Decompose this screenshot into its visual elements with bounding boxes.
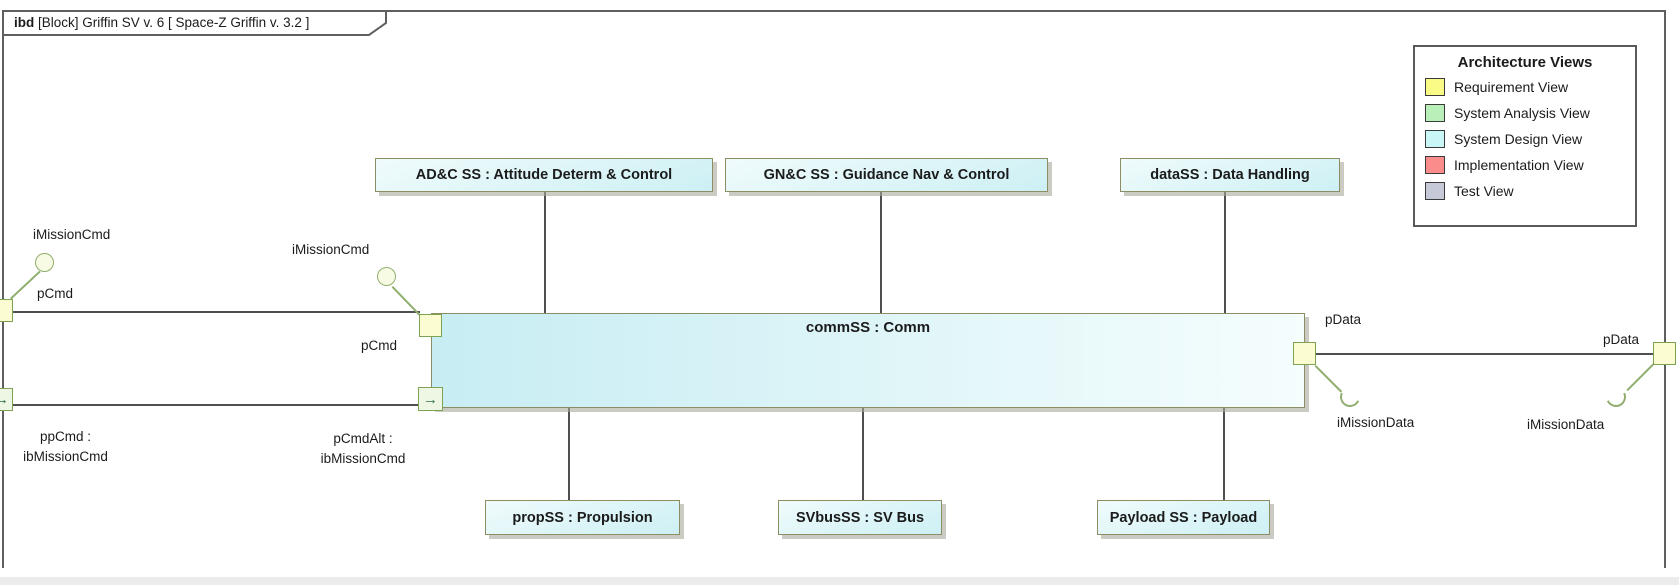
legend-row-system-design-view: System Design View	[1425, 129, 1635, 149]
block-label: AD&C SS : Attitude Determ & Control	[415, 167, 673, 183]
system-design-view-swatch-icon	[1425, 130, 1445, 148]
block-prop-ss[interactable]: propSS : Propulsion	[485, 500, 680, 535]
interface-label-imissioncmd[interactable]: iMissionCmd	[292, 242, 370, 257]
block-label: propSS : Propulsion	[512, 509, 653, 526]
connector-gnc-comm[interactable]	[880, 192, 882, 313]
block-payload-ss[interactable]: Payload SS : Payload	[1097, 500, 1270, 535]
provided-interface-icon[interactable]	[377, 267, 396, 286]
legend-row-system-analysis-view: System Analysis View	[1425, 103, 1635, 123]
implementation-view-swatch-icon	[1425, 156, 1445, 174]
frame-border-top	[2, 10, 1666, 12]
port-label-pdata[interactable]: pData	[1325, 312, 1362, 327]
requirement-view-swatch-icon	[1425, 78, 1445, 96]
block-svbus-ss[interactable]: SVbusSS : SV Bus	[778, 500, 942, 535]
block-gnc-ss[interactable]: GN&C SS : Guidance Nav & Control	[725, 158, 1048, 192]
lollipop-stem[interactable]	[10, 270, 41, 300]
part-label-pcmdalt[interactable]: pCmdAlt : ibMissionCmd	[320, 431, 406, 466]
port-label-pcmd[interactable]: pCmd	[37, 286, 74, 301]
port-comm-pcmd[interactable]	[419, 314, 442, 337]
socket-stem[interactable]	[1314, 365, 1343, 393]
connector-comm-propss[interactable]	[568, 408, 570, 500]
legend-row-implementation-view: Implementation View	[1425, 155, 1635, 175]
block-label: SVbusSS : SV Bus	[795, 509, 925, 526]
provided-interface-icon[interactable]	[35, 253, 54, 272]
diagram-frame-tab[interactable]	[2, 10, 388, 37]
legend-label: Implementation View	[1454, 157, 1584, 173]
connector-datass-comm[interactable]	[1224, 192, 1226, 313]
flow-arrow-icon: →	[423, 390, 438, 408]
connector-adc-comm[interactable]	[544, 192, 546, 313]
flow-arrow-icon: →	[0, 391, 9, 408]
socket-stem[interactable]	[1626, 363, 1654, 392]
connector-pcmdalt[interactable]	[13, 404, 419, 406]
port-frame-pdata[interactable]	[1653, 342, 1676, 365]
diagram-title: ibd [Block] Griffin SV v. 6 [ Space-Z Gr…	[14, 15, 309, 30]
connector-comm-payloadss[interactable]	[1223, 408, 1225, 500]
required-interface-icon[interactable]	[1337, 384, 1363, 410]
part-label-ppcmd[interactable]: ppCmd : ibMissionCmd	[23, 429, 108, 464]
block-label: GN&C SS : Guidance Nav & Control	[763, 167, 1010, 183]
port-label-pdata[interactable]: pData	[1603, 332, 1640, 347]
port-frame-pcmdalt[interactable]: →	[0, 388, 13, 411]
interface-label-imissiondata[interactable]: iMissionData	[1527, 417, 1605, 432]
port-comm-pcmdalt[interactable]: →	[418, 387, 443, 411]
port-frame-pcmd[interactable]	[0, 299, 13, 322]
legend-row-test-view: Test View	[1425, 181, 1635, 201]
diagram-title-text: [Block] Griffin SV v. 6 [ Space-Z Griffi…	[34, 15, 310, 30]
block-label: Payload SS : Payload	[1109, 509, 1258, 526]
diagram-kind-keyword: ibd	[14, 15, 35, 30]
architecture-views-legend[interactable]: Architecture Views Requirement View Syst…	[1413, 45, 1637, 227]
port-label-pcmd[interactable]: pCmd	[361, 338, 398, 353]
legend-title: Architecture Views	[1457, 54, 1593, 71]
interface-label-imissioncmd[interactable]: iMissionCmd	[33, 227, 111, 242]
block-data-ss[interactable]: dataSS : Data Handling	[1120, 158, 1340, 192]
frame-border-right	[1664, 10, 1666, 568]
legend-label: Requirement View	[1454, 79, 1569, 95]
block-label: dataSS : Data Handling	[1150, 167, 1310, 183]
block-comm-ss[interactable]: commSS : Comm	[431, 313, 1305, 408]
connector-pcmd[interactable]	[13, 311, 420, 313]
interface-label-imissiondata[interactable]: iMissionData	[1337, 415, 1415, 430]
connector-pdata[interactable]	[1316, 353, 1654, 355]
legend-label: Test View	[1454, 183, 1514, 199]
legend-label: System Analysis View	[1454, 105, 1590, 121]
legend-row-requirement-view: Requirement View	[1425, 77, 1635, 97]
required-interface-icon[interactable]	[1603, 384, 1629, 410]
test-view-swatch-icon	[1425, 182, 1445, 200]
port-comm-pdata[interactable]	[1293, 342, 1316, 365]
window-bottom-strip	[0, 577, 1679, 585]
connector-comm-svbusss[interactable]	[862, 408, 864, 500]
block-adc-ss[interactable]: AD&C SS : Attitude Determ & Control	[375, 158, 713, 192]
system-analysis-view-swatch-icon	[1425, 104, 1445, 122]
legend-label: System Design View	[1454, 131, 1583, 147]
frame-border-left	[2, 10, 4, 568]
block-label: commSS : Comm	[805, 319, 931, 336]
